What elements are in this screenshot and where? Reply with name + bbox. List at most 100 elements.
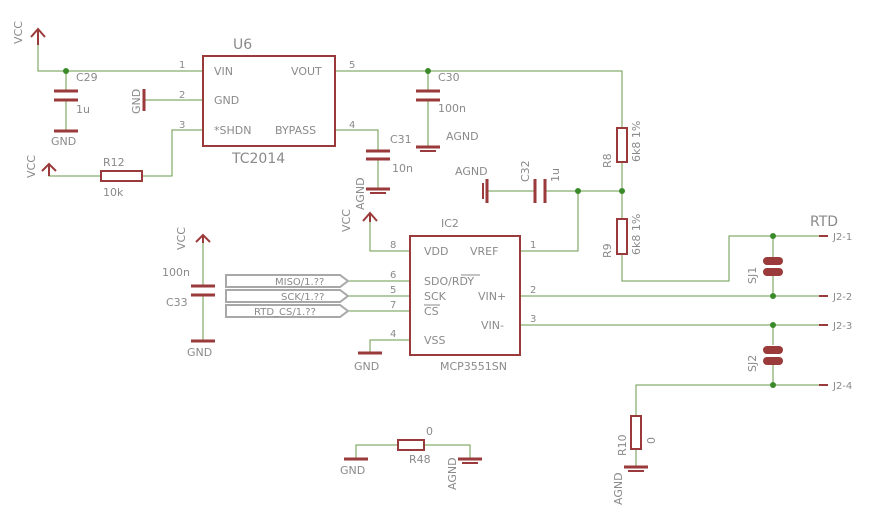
svg-text:AGND: AGND <box>446 457 459 490</box>
c31-value: 10n <box>392 162 413 175</box>
solder-jumper-sj2[interactable]: SJ2 <box>746 346 783 372</box>
resistor-r8[interactable]: R8 6k8 1% <box>601 121 643 168</box>
ic2-name: IC2 <box>441 217 459 230</box>
capacitor-c31[interactable]: C31 10n <box>366 133 413 175</box>
agnd-symbol: AGND <box>612 465 648 505</box>
u6-pinnum-bypass: 4 <box>349 120 355 131</box>
ic2-adc[interactable]: IC2 MCP3551SN VDD SDO/RDY SCK CS VSS VRE… <box>390 217 536 373</box>
agnd-symbol: AGND <box>354 177 390 210</box>
junction-dot <box>575 188 581 194</box>
svg-text:GND: GND <box>51 135 76 148</box>
r12-value: 10k <box>103 186 124 199</box>
c31-name: C31 <box>390 133 412 146</box>
agnd-symbol: AGND <box>455 165 489 203</box>
ic2-pinnum-cs: 7 <box>390 300 396 311</box>
sj1-name: SJ1 <box>746 267 759 284</box>
resistor-r9[interactable]: R9 6k8 1% <box>601 214 643 258</box>
svg-text:GND: GND <box>130 89 143 114</box>
svg-text:GND: GND <box>354 360 379 373</box>
c33-value: 100n <box>162 266 190 279</box>
gnd-symbol: GND <box>354 351 382 373</box>
u6-pinnum-shdn: 3 <box>179 120 185 131</box>
junction-dot <box>770 293 776 299</box>
vcc-symbol: VCC <box>12 21 46 45</box>
ic2-pinnum-vref: 1 <box>530 240 536 251</box>
capacitor-c29[interactable]: C29 1u <box>54 71 98 116</box>
capacitor-c30[interactable]: C30 100n <box>416 71 466 115</box>
agnd-symbol: AGND <box>446 457 482 490</box>
ic2-pinnum-vdd: 8 <box>390 240 396 251</box>
net-label-miso-text: MISO/1.?? <box>275 277 324 288</box>
svg-text:VCC: VCC <box>25 155 38 178</box>
solder-jumper-sj1[interactable]: SJ1 <box>746 256 783 284</box>
ic2-pinnum-vss: 4 <box>390 329 396 340</box>
u6-name: U6 <box>233 37 252 53</box>
vcc-symbol: VCC <box>175 227 211 250</box>
svg-text:VCC: VCC <box>340 209 353 232</box>
ic2-pin-vdd: VDD <box>424 245 448 258</box>
ic2-pin-sck: SCK <box>424 290 447 303</box>
r8-name: R8 <box>601 153 614 168</box>
junction-dot <box>770 382 776 388</box>
c29-name: C29 <box>76 71 98 84</box>
junctions <box>63 68 776 388</box>
agnd-symbol: AGND <box>416 130 479 152</box>
u6-value: TC2014 <box>231 151 285 167</box>
u6-pin-shdn: *SHDN <box>214 124 251 137</box>
ic2-pin-sdo: SDO/RDY <box>424 275 474 288</box>
capacitor-c32[interactable]: C32 1u <box>519 160 562 203</box>
ic2-pin-vinm: VIN- <box>481 319 504 332</box>
sj2-name: SJ2 <box>746 355 759 372</box>
c30-value: 100n <box>438 102 466 115</box>
c30-name: C30 <box>438 71 460 84</box>
resistor-r10[interactable]: R10 0 <box>616 415 658 456</box>
resistor-r48[interactable]: 0 R48 <box>397 425 433 466</box>
u6-pin-bypass: BYPASS <box>275 124 316 137</box>
connector-pin-4: J2-4 <box>832 381 852 392</box>
u6-pin-vout: VOUT <box>291 65 322 78</box>
ic2-pin-vss: VSS <box>424 334 446 347</box>
net-label-sck[interactable]: SCK/1.?? <box>225 289 350 303</box>
net-label-miso[interactable]: MISO/1.?? <box>225 274 350 288</box>
gnd-symbol: GND <box>187 339 215 359</box>
svg-text:GND: GND <box>340 464 365 477</box>
u6-pin-gnd: GND <box>214 94 239 107</box>
capacitor-c33[interactable]: 100n C33 <box>162 266 215 309</box>
junction-dot <box>770 322 776 328</box>
ic2-pinnum-sdo: 6 <box>390 270 396 281</box>
r9-value: 6k8 1% <box>630 214 643 255</box>
net-label-cs-text: RTD_CS/1.?? <box>254 307 316 318</box>
connector-title: RTD <box>810 214 838 230</box>
net-label-cs[interactable]: RTD_CS/1.?? <box>225 304 350 318</box>
gnd-symbol: GND <box>130 89 146 114</box>
u6-pin-vin: VIN <box>214 65 233 78</box>
u6-pinnum-vout: 5 <box>349 60 355 71</box>
svg-text:AGND: AGND <box>354 177 367 210</box>
r48-name: R48 <box>409 453 431 466</box>
gnd-symbol: GND <box>340 457 368 477</box>
gnd-symbol: GND <box>51 129 78 148</box>
svg-text:AGND: AGND <box>455 165 488 178</box>
ic2-pin-vinp: VIN+ <box>478 290 506 303</box>
connector-pin-2: J2-2 <box>832 292 852 303</box>
junction-dot <box>425 68 431 74</box>
ic2-pin-vref: VREF <box>470 245 498 258</box>
connector-pin-1: J2-1 <box>832 232 852 243</box>
u6-regulator[interactable]: U6 TC2014 VIN GND *SHDN VOUT BYPASS 1 2 … <box>179 37 355 167</box>
r10-name: R10 <box>616 434 629 456</box>
ic2-value: MCP3551SN <box>440 360 507 373</box>
ic2-pin-cs: CS <box>424 305 439 318</box>
junction-dot <box>770 233 776 239</box>
svg-text:AGND: AGND <box>612 472 625 505</box>
connector-j2[interactable]: RTD J2-1 J2-2 J2-3 J2-4 <box>810 214 852 392</box>
c32-value: 1u <box>549 168 562 182</box>
r9-name: R9 <box>601 243 614 258</box>
junction-dot <box>63 68 69 74</box>
ic2-pinnum-sck: 5 <box>390 285 396 296</box>
junction-dot <box>619 188 625 194</box>
ic2-pinnum-vinp: 2 <box>530 285 536 296</box>
r12-name: R12 <box>103 156 125 169</box>
resistor-r12[interactable]: R12 10k <box>100 156 143 199</box>
